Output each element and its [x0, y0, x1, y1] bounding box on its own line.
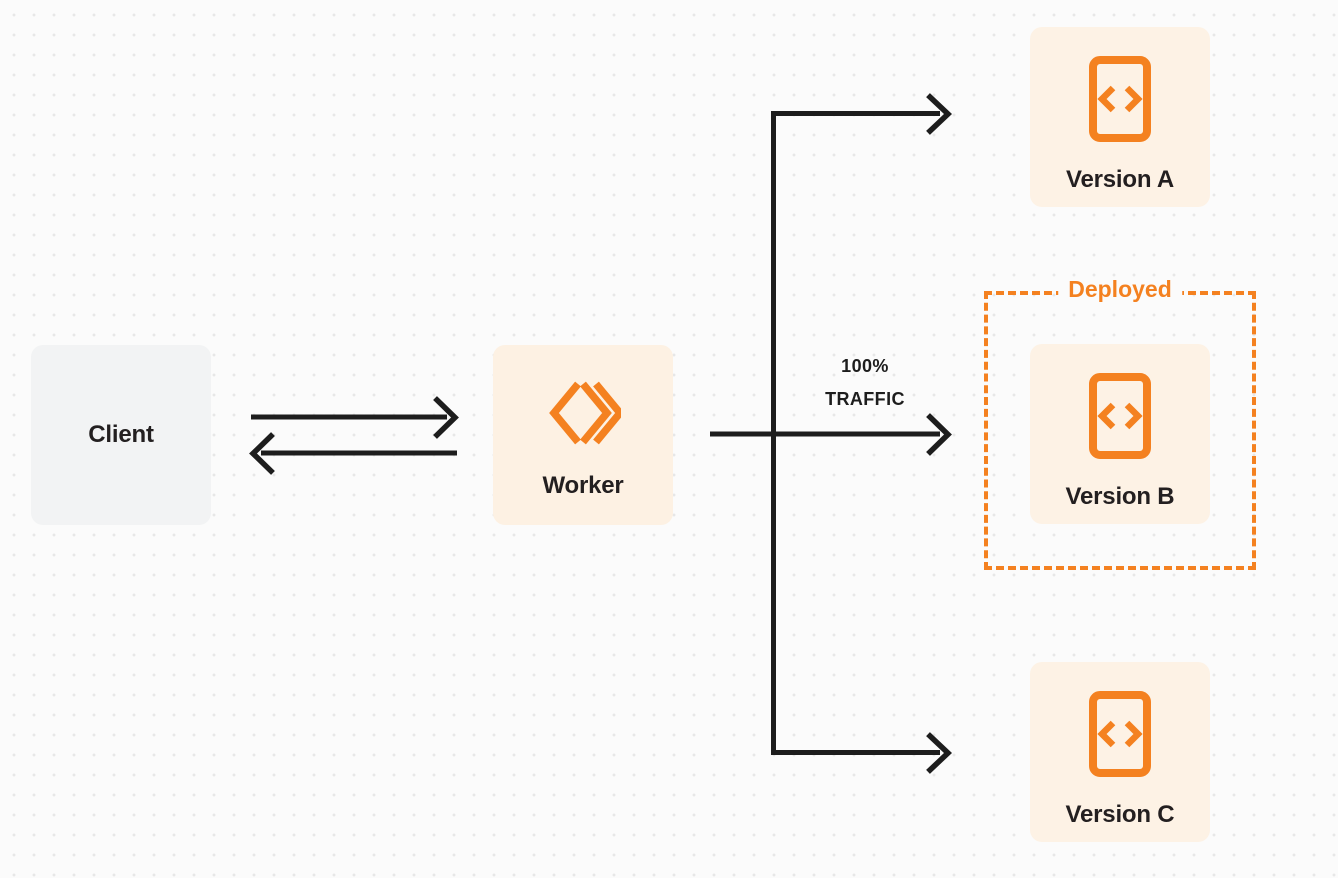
- client-node[interactable]: Client: [31, 345, 211, 525]
- traffic-word: TRAFFIC: [825, 389, 905, 410]
- code-document-icon: [1087, 55, 1153, 148]
- worker-label: Worker: [542, 472, 624, 499]
- code-document-icon: [1087, 372, 1153, 465]
- edge-bus-to-version-c: [771, 732, 953, 774]
- edge-bus-to-version-b: [771, 413, 952, 456]
- version-b-label: Version B: [1065, 483, 1175, 510]
- code-document-icon: [1087, 690, 1153, 783]
- version-a-node[interactable]: Version A: [1030, 27, 1210, 207]
- edge-worker-to-client: [249, 432, 457, 475]
- cloudflare-workers-logo-icon: [545, 375, 625, 456]
- version-c-node[interactable]: Version C: [1030, 662, 1210, 842]
- edge-client-to-worker: [251, 396, 459, 439]
- worker-node[interactable]: Worker: [493, 345, 673, 525]
- version-c-label: Version C: [1065, 801, 1175, 828]
- deployed-group: Deployed: [984, 278, 1256, 570]
- deployed-group-label: Deployed: [1058, 278, 1182, 301]
- client-label: Client: [88, 421, 154, 448]
- edge-bus-to-version-a: [771, 93, 953, 135]
- version-a-label: Version A: [1065, 166, 1175, 193]
- version-b-node[interactable]: Version B: [1030, 344, 1210, 524]
- traffic-share-label: 100% TRAFFIC: [790, 350, 940, 417]
- traffic-percent: 100%: [841, 356, 889, 376]
